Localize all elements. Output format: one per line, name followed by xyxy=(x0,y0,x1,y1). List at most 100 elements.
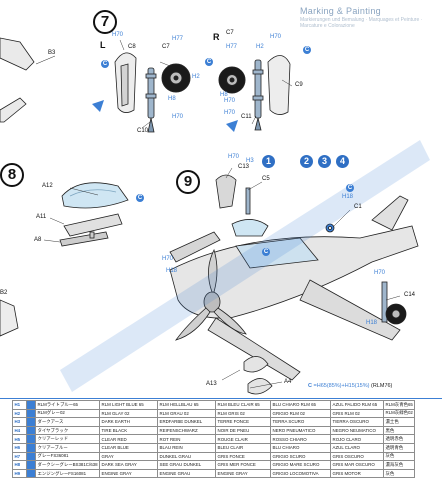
table-cell-jp2: RLM灰青色65 xyxy=(383,400,416,410)
table-cell-ja: ダークシーグレーBS381C/638 xyxy=(34,460,101,470)
color-marker-c: C xyxy=(346,184,354,192)
part-c1-ring xyxy=(325,223,335,233)
table-cell-fr: BLEU CLAIR xyxy=(215,442,272,453)
table-cell-en: GRAY xyxy=(99,451,159,462)
table-cell-code: H2 xyxy=(12,408,27,419)
table-cell-it: GRIGIO SCURO xyxy=(270,451,332,462)
table-cell-de: SEE GRAU DUNKEL xyxy=(157,460,217,470)
table-cell-de: REIFENSCHWARZ xyxy=(157,425,217,436)
callout-c9: C9 xyxy=(295,82,303,88)
paint-swatch-icon xyxy=(26,460,36,470)
part-b2-wing-tip xyxy=(0,299,19,337)
paint-swatch-icon xyxy=(26,434,36,444)
table-cell-it: ROSSO CHIARO xyxy=(270,434,332,444)
part-c8-wheel-cover-left xyxy=(114,52,137,113)
table-cell-en: CLEAR BLUE xyxy=(99,442,159,453)
table-cell-it: TERRA SCURO xyxy=(270,417,332,427)
paint-code-h77: H77 xyxy=(172,36,184,42)
table-cell-jp2: 透明青色 xyxy=(383,442,416,453)
table-cell-es: GRIS RLM 02 xyxy=(330,408,385,419)
table-cell-es: ROJO CLARO xyxy=(330,434,385,444)
table-cell-it: NERO PNEUMATICO xyxy=(270,425,332,436)
paint-code-h18: H18 xyxy=(366,320,378,326)
paint-arrow-icon xyxy=(92,100,238,132)
table-cell-ja: クリアーレッド xyxy=(34,434,101,444)
paint-code-h70: H70 xyxy=(112,32,124,38)
option-badge-1: 1 xyxy=(262,155,275,168)
legend-mark: C xyxy=(308,383,312,389)
paint-swatch-icon xyxy=(26,451,36,462)
table-cell-de: ENGINE GRAU xyxy=(157,468,217,479)
paint-swatch-icon xyxy=(26,400,36,410)
table-cell-de: BLAU REIN xyxy=(157,442,217,453)
paint-code-h70: H70 xyxy=(224,98,236,104)
table-cell-jp2: 灰色 xyxy=(383,451,416,462)
leader-lines xyxy=(43,39,401,389)
callout-c11: C11 xyxy=(241,114,252,120)
table-cell-en: ENGINE GRAY xyxy=(99,468,159,479)
table-cell-ja: RLMライトブルー65 xyxy=(34,400,101,410)
paint-swatch-icon xyxy=(26,442,36,453)
table-cell-fr: GRIS MER FONCE xyxy=(215,460,272,470)
option-badge-2: 2 xyxy=(300,155,313,168)
paint-code-h2: H2 xyxy=(192,74,200,80)
paint-swatch-icon xyxy=(26,417,36,427)
table-cell-es: AZUL PALIDO RLM 65 xyxy=(330,400,385,410)
table-cell-jp2: 灰色 xyxy=(383,468,416,479)
legend-ref: (RLM76) xyxy=(371,383,393,389)
callout-c13: C13 xyxy=(238,164,250,170)
table-cell-jp2: 黒色 xyxy=(383,425,416,436)
part-a11-canopy-frame xyxy=(63,213,123,237)
table-cell-en: RLM GLAY 02 xyxy=(99,408,159,419)
color-marker-c: C xyxy=(101,60,109,68)
color-marker-c: C xyxy=(205,58,213,66)
table-cell-en: TIRE BLACK xyxy=(99,425,159,436)
propeller xyxy=(174,248,247,341)
part-a8-canopy-rail xyxy=(59,231,109,247)
table-cell-it: GRIGIO RLM 02 xyxy=(270,408,332,419)
table-cell-ja: タイヤブラック xyxy=(34,425,101,436)
table-top-rule xyxy=(0,398,442,399)
side-label-right: R xyxy=(213,32,220,42)
table-cell-code: H9 xyxy=(12,468,27,479)
table-cell-jp2: RLM灰緑色02 xyxy=(383,408,416,419)
paint-swatch-icon xyxy=(26,468,36,479)
paint-code-h70: H70 xyxy=(374,270,386,276)
side-label-left: L xyxy=(100,40,106,50)
step-number-9: 9 xyxy=(176,170,200,194)
step-number-7: 7 xyxy=(93,10,117,34)
table-cell-code: H1 xyxy=(12,400,27,410)
table-cell-fr: ROUGE CLAIR xyxy=(215,434,272,444)
legend-equation: =H65(85%)+H15(15%) xyxy=(313,383,370,389)
callout-c7-left: C7 xyxy=(162,44,170,50)
table-cell-es: TIERRA OSCURO xyxy=(330,417,385,427)
callout-b2: B2 xyxy=(0,290,8,296)
callout-c1: C1 xyxy=(354,204,362,210)
callout-c10: C10 xyxy=(137,128,149,134)
paint-code-h70: H70 xyxy=(172,114,184,120)
paint-swatch-icon xyxy=(26,425,36,436)
table-cell-de: DUNKEL GRAU xyxy=(157,451,217,462)
table-cell-de: RLM GRAU 02 xyxy=(157,408,217,419)
table-cell-es: GRIS OSCURO xyxy=(330,451,385,462)
paint-code-h8: H8 xyxy=(168,96,176,102)
table-cell-ja: ダークアース xyxy=(34,417,101,427)
callout-c7-right: C7 xyxy=(226,30,234,36)
sheet-title: Marking & Painting xyxy=(300,6,381,16)
callout-a12: A12 xyxy=(42,183,53,189)
color-marker-c: C xyxy=(136,194,144,202)
table-cell-jp2: 透明赤色 xyxy=(383,434,416,444)
table-cell-es: AZUL CLARO xyxy=(330,442,385,453)
paint-swatch-icon xyxy=(26,408,36,419)
table-cell-fr: ENGINE GRAY xyxy=(215,468,272,479)
callout-c14: C14 xyxy=(404,292,416,298)
table-cell-fr: RLM BLEU CLAIR 65 xyxy=(215,400,272,410)
part-a12-canopy xyxy=(61,182,129,209)
table-cell-de: RLM HELLBLAU 65 xyxy=(157,400,217,410)
part-c7-wheel-right xyxy=(218,66,246,94)
